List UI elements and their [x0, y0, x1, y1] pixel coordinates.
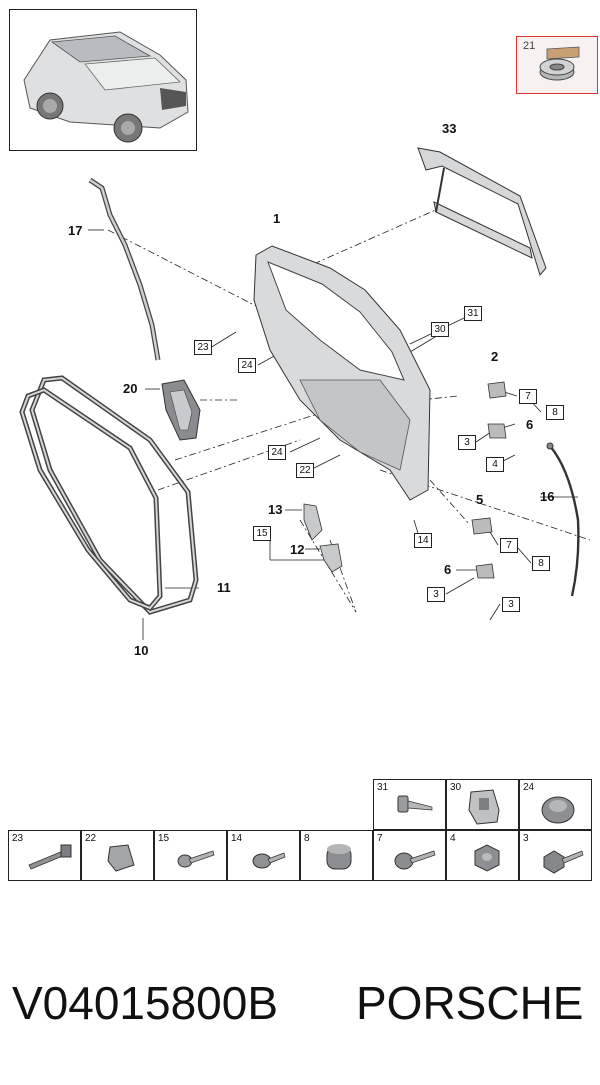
lower-hinge-plate — [475, 563, 495, 579]
callout-12: 12 — [290, 542, 305, 557]
boxed-callout-31: 31 — [464, 306, 482, 321]
legend-number: 15 — [158, 833, 170, 844]
bolt-icon — [28, 844, 72, 870]
cap-icon — [326, 844, 352, 870]
callout-11: 11 — [217, 580, 231, 595]
legend-cell-22: 22 — [81, 830, 154, 881]
fastener-legend: 31 30 24 23 22 15 — [8, 779, 594, 882]
boxed-callout-3-upper: 3 — [458, 435, 476, 450]
legend-number: 7 — [377, 833, 383, 844]
brand-name: PORSCHE — [356, 977, 584, 1029]
callout-13: 13 — [268, 502, 283, 517]
part-17-seal-strip — [88, 177, 161, 361]
legend-number: 14 — [231, 833, 243, 844]
legend-number: 3 — [523, 833, 529, 844]
part-13-bracket — [303, 503, 323, 541]
screw-icon — [397, 795, 433, 813]
callout-5: 5 — [476, 492, 484, 507]
boxed-callout-23: 23 — [194, 340, 212, 355]
boxed-callout-4: 4 — [486, 457, 504, 472]
callout-20: 20 — [123, 381, 138, 396]
legend-number: 24 — [523, 782, 535, 793]
callout-17: 17 — [68, 223, 83, 238]
part-16-cable — [549, 445, 580, 597]
callout-2: 2 — [491, 349, 499, 364]
legend-cell-3: 3 — [519, 830, 592, 881]
legend-number: 8 — [304, 833, 310, 844]
legend-cell-7: 7 — [373, 830, 446, 881]
part-12-bracket — [319, 543, 343, 573]
boxed-callout-22: 22 — [296, 463, 314, 478]
legend-cell-24: 24 — [519, 779, 592, 830]
hinge-bolt-icon — [394, 850, 436, 870]
lower-hinge — [471, 517, 493, 535]
legend-number: 22 — [85, 833, 97, 844]
exploded-diagram — [19, 147, 591, 640]
callout-6-lower: 6 — [444, 562, 452, 577]
boxed-callout-7-lower: 7 — [500, 538, 518, 553]
car-illustration — [23, 31, 189, 143]
screw-icon — [177, 850, 215, 868]
boxed-callout-24-upper: 24 — [238, 358, 256, 373]
callout-6-upper: 6 — [526, 417, 534, 432]
clip-icon — [468, 789, 500, 825]
boxed-callout-7-upper: 7 — [519, 389, 537, 404]
tape-roll-icon — [539, 46, 580, 81]
boxed-callout-30: 30 — [431, 322, 449, 337]
legend-number: 31 — [377, 782, 389, 793]
legend-number: 30 — [450, 782, 462, 793]
callout-10: 10 — [134, 643, 149, 658]
callout-33: 33 — [442, 121, 457, 136]
legend-cell-8: 8 — [300, 830, 373, 881]
part-21-inset: 21 — [516, 36, 598, 94]
legend-cell-31: 31 — [373, 779, 446, 830]
legend-cell-23: 23 — [8, 830, 81, 881]
legend-cell-15: 15 — [154, 830, 227, 881]
part-21-number: 21 — [523, 40, 536, 52]
boxed-callout-3-mid: 3 — [427, 587, 445, 602]
vehicle-overview-inset — [9, 9, 197, 151]
boxed-callout-8-upper: 8 — [546, 405, 564, 420]
hex-bolt-icon — [543, 850, 584, 874]
boxed-callout-3-lower: 3 — [502, 597, 520, 612]
callout-16: 16 — [540, 489, 555, 504]
plug-icon — [541, 796, 575, 824]
flange-screw-icon — [252, 852, 286, 869]
legend-number: 23 — [12, 833, 24, 844]
nut-clip-icon — [107, 844, 135, 872]
callout-1: 1 — [273, 211, 281, 226]
hex-nut-icon — [474, 844, 500, 872]
part-33-window-channel — [417, 147, 547, 277]
boxed-callout-14: 14 — [414, 533, 432, 548]
legend-number: 4 — [450, 833, 456, 844]
boxed-callout-8-lower: 8 — [532, 556, 550, 571]
legend-cell-4: 4 — [446, 830, 519, 881]
boxed-callout-24-lower: 24 — [268, 445, 286, 460]
boxed-callout-15: 15 — [253, 526, 271, 541]
diagram-code: V04015800B — [12, 977, 279, 1029]
upper-hinge-plate — [487, 423, 507, 439]
legend-cell-14: 14 — [227, 830, 300, 881]
upper-hinge — [487, 381, 507, 399]
legend-cell-30: 30 — [446, 779, 519, 830]
